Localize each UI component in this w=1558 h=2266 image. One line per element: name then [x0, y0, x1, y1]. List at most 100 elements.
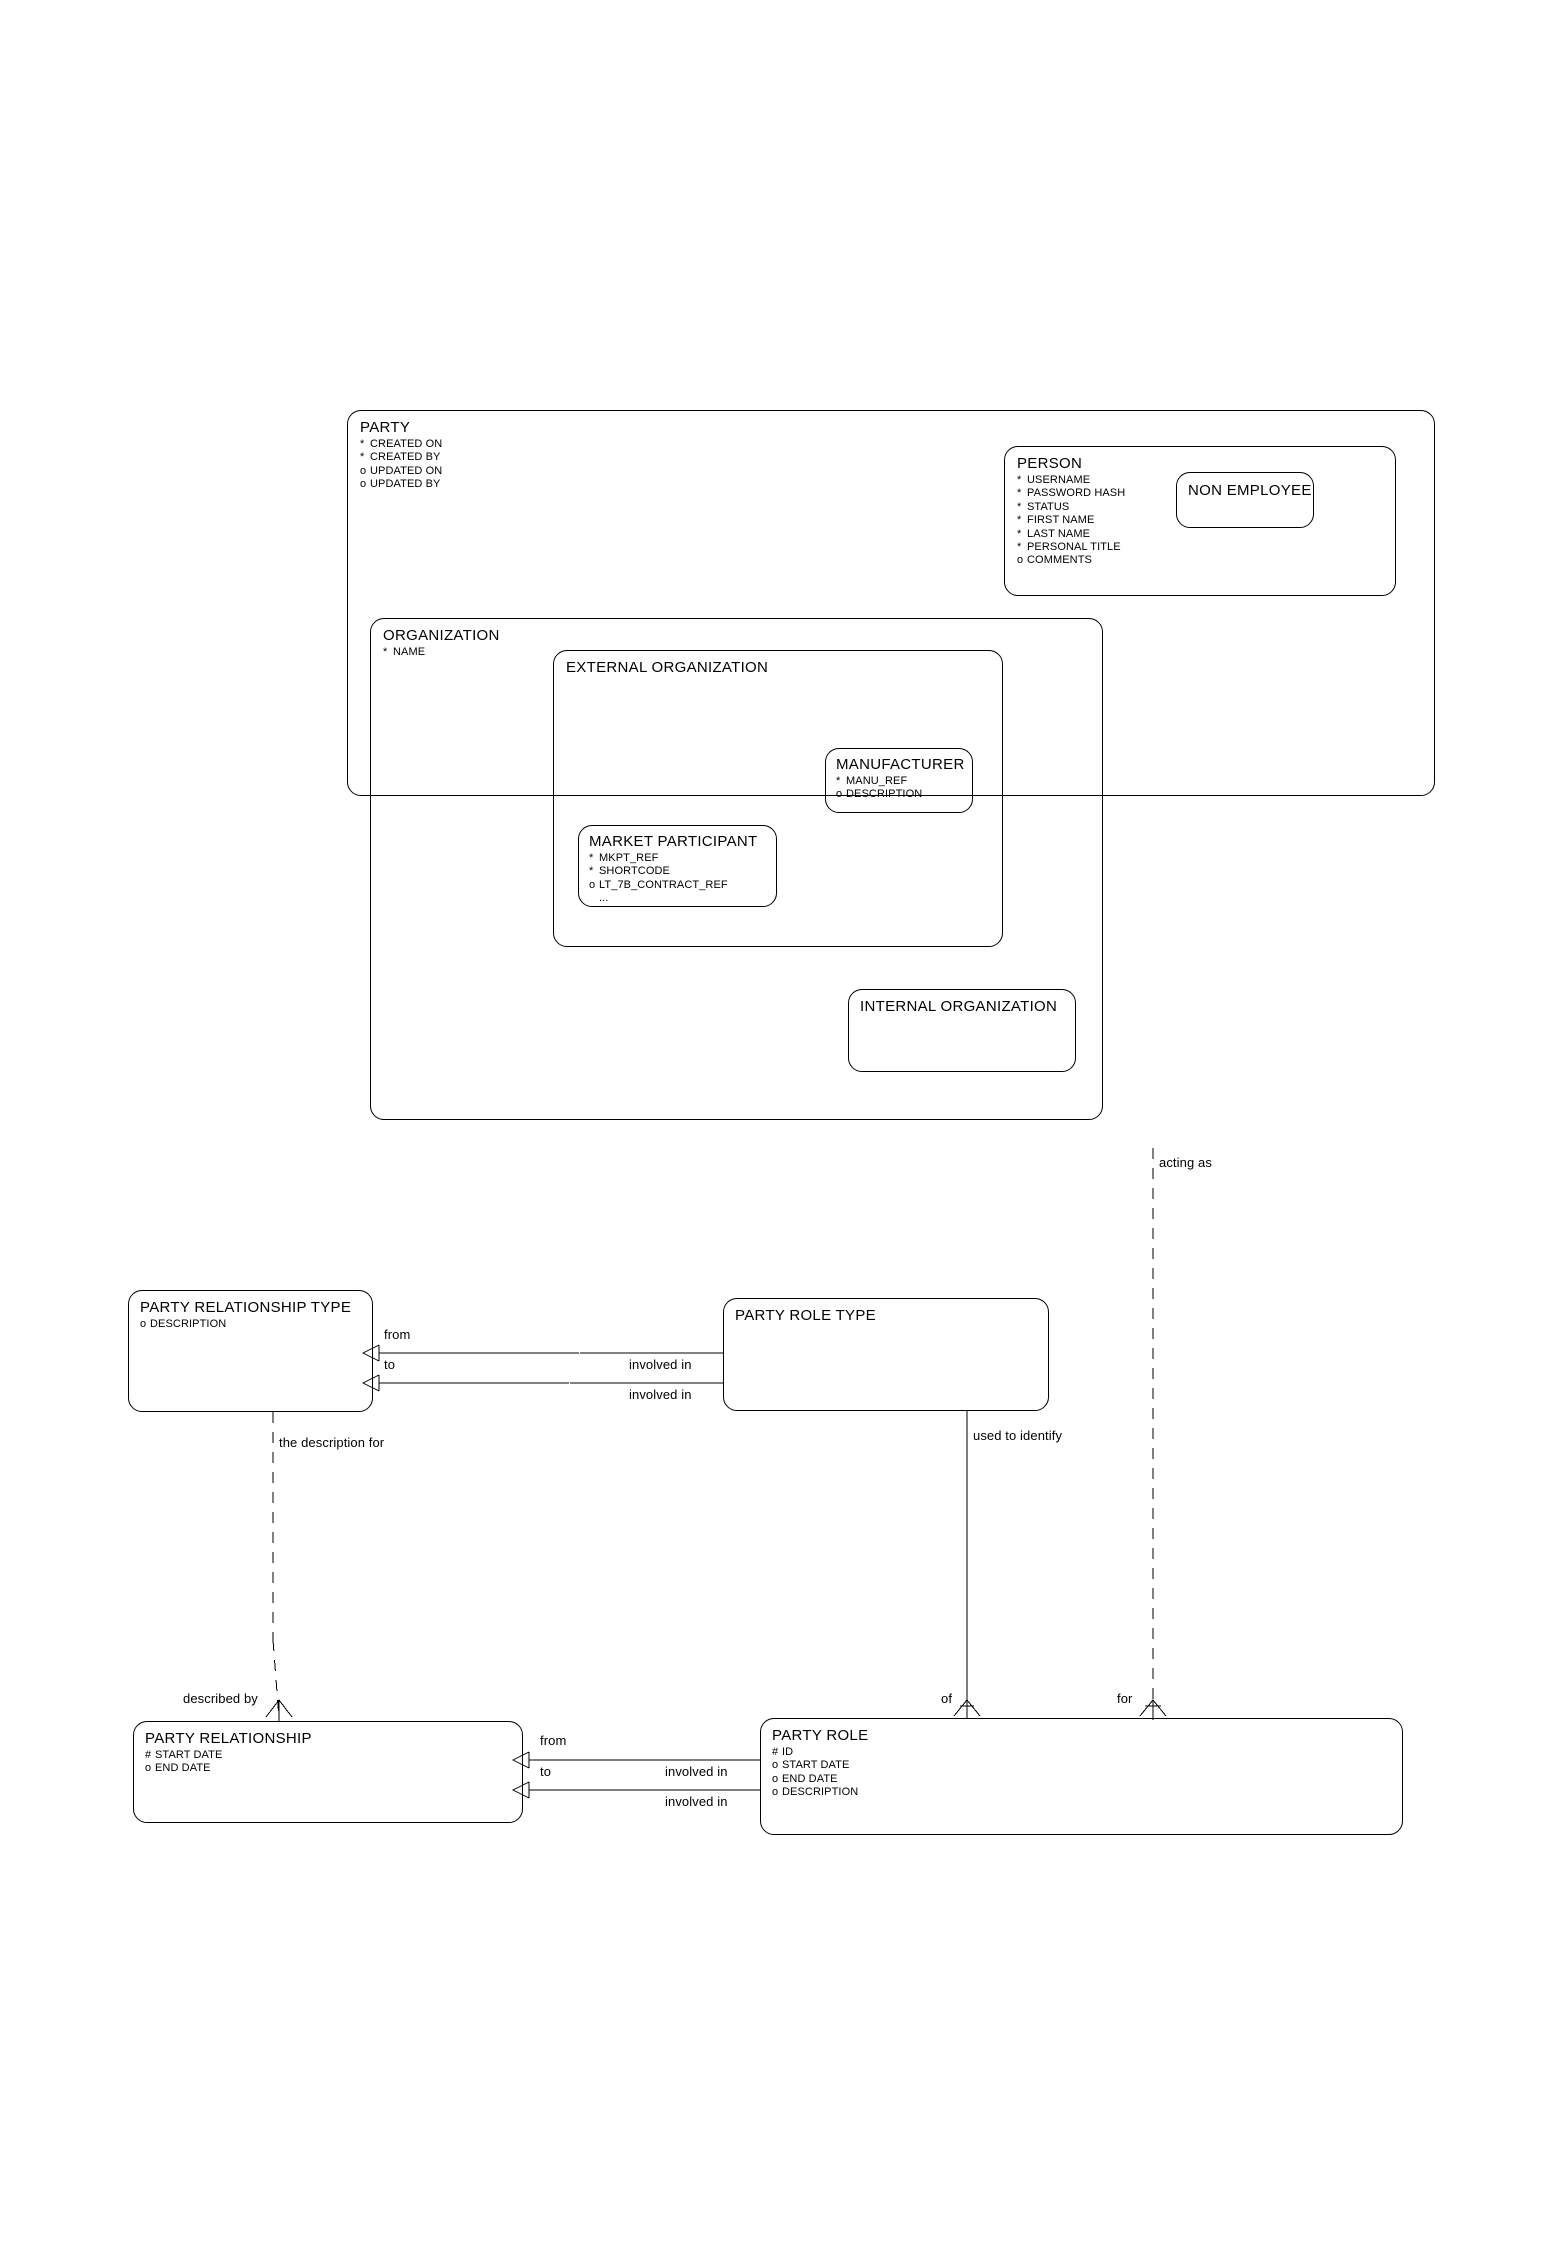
label-the-description-for: the description for — [279, 1435, 385, 1450]
entity-person-title: PERSON — [1017, 455, 1083, 472]
attribute-label: END DATE — [155, 1762, 211, 1775]
attribute-label: CREATED BY — [370, 451, 441, 464]
attribute-label: START DATE — [155, 1749, 223, 1761]
attribute-mark: o — [589, 878, 596, 891]
attribute-label: DESCRIPTION — [150, 1318, 227, 1330]
attribute-row: #ID — [772, 1746, 1402, 1759]
attribute-mark: o — [836, 788, 843, 801]
connector-acting-as — [1139, 1148, 1167, 1720]
entity-market-participant[interactable]: MARKET PARTICIPANT * MKPT_REF * SHORTCODE … — [578, 825, 777, 907]
attribute-mark: o — [145, 1762, 152, 1775]
attribute-label: PASSWORD HASH — [1027, 487, 1126, 500]
attribute-label: FIRST NAME — [1027, 514, 1095, 527]
attribute-label: SHORTCODE — [599, 865, 670, 878]
label-pr-involved-in-1: involved in — [665, 1764, 728, 1779]
attribute-label: DESCRIPTION — [782, 1786, 859, 1799]
attribute-label: UPDATED BY — [370, 478, 441, 491]
attribute-mark: * — [1017, 487, 1022, 500]
attribute-mark: * — [1017, 500, 1022, 513]
attribute-row: * CREATED BY — [360, 451, 1434, 464]
connector-used-to-identify — [953, 1411, 981, 1718]
entity-person-attributes: * USERNAME * PASSWORD HASH * STATUS * FIRST … — [1017, 474, 1395, 568]
label-for: for — [1117, 1691, 1133, 1706]
entity-internal-organization[interactable]: INTERNAL ORGANIZATION — [848, 989, 1076, 1072]
attribute-row: * MKPT_REF — [589, 852, 776, 865]
entity-party-relationship-title: PARTY RELATIONSHIP — [145, 1730, 312, 1747]
entity-external-organization-title: EXTERNAL ORGANIZATION — [566, 659, 769, 676]
label-pr-from: from — [540, 1733, 567, 1748]
attribute-mark: o — [360, 464, 367, 477]
attribute-label: CREATED ON — [370, 438, 443, 450]
attribute-label: STATUS — [1027, 500, 1070, 513]
attribute-label: COMMENTS — [1027, 554, 1092, 567]
attribute-mark: * — [1017, 474, 1022, 486]
attribute-mark: * — [360, 451, 365, 464]
attribute-mark: * — [589, 852, 594, 864]
label-prt-to: to — [384, 1357, 396, 1372]
entity-person[interactable]: PERSON * USERNAME * PASSWORD HASH * STATUS … — [1004, 446, 1396, 596]
attribute-row: *NAME — [383, 646, 1102, 659]
attribute-row: *MANU_REF — [836, 775, 972, 788]
entity-market-participant-title: MARKET PARTICIPANT — [589, 833, 758, 850]
attribute-label: START DATE — [782, 1759, 850, 1772]
label-prt-involved-in-2: involved in — [629, 1387, 692, 1402]
label-prt-from: from — [384, 1327, 411, 1342]
attribute-label: END DATE — [782, 1772, 838, 1785]
attribute-label: PERSONAL TITLE — [1027, 541, 1121, 554]
attribute-label: MKPT_REF — [599, 852, 659, 864]
connector-the-description-for — [265, 1412, 293, 1721]
label-prt-involved-in-1: involved in — [629, 1357, 692, 1372]
attribute-mark: * — [1017, 527, 1022, 540]
attribute-label: USERNAME — [1027, 474, 1091, 486]
attribute-row: * LAST NAME — [1017, 528, 1395, 541]
attribute-label: ... — [599, 892, 609, 905]
attribute-mark: o — [360, 478, 367, 491]
entity-internal-organization-title: INTERNAL ORGANIZATION — [860, 998, 1058, 1015]
attribute-mark: * — [1017, 514, 1022, 527]
entity-party-role-title: PARTY ROLE — [772, 1727, 869, 1744]
attribute-row: #START DATE — [145, 1749, 522, 1762]
entity-organization-attributes: *NAME — [383, 646, 1102, 659]
attribute-mark: o — [772, 1759, 779, 1772]
attribute-label: LAST NAME — [1027, 527, 1091, 540]
entity-non-employee-title: NON EMPLOYEE — [1188, 482, 1312, 499]
attribute-label: DESCRIPTION — [846, 788, 923, 801]
label-used-to-identify: used to identify — [973, 1428, 1063, 1443]
attribute-label: ID — [782, 1746, 794, 1758]
entity-organization[interactable]: ORGANIZATION *NAME — [370, 618, 1103, 1120]
attribute-row: * USERNAME — [1017, 474, 1395, 487]
attribute-row: * CREATED ON — [360, 438, 1434, 451]
attribute-mark: o — [772, 1786, 779, 1799]
entity-party-role-type[interactable]: PARTY ROLE TYPE — [723, 1298, 1049, 1411]
entity-party-relationship-type-title: PARTY RELATIONSHIP TYPE — [140, 1299, 352, 1316]
label-pr-involved-in-2: involved in — [665, 1794, 728, 1809]
attribute-row: * STATUS — [1017, 501, 1395, 514]
attribute-mark: o — [140, 1318, 147, 1330]
entity-external-organization[interactable]: EXTERNAL ORGANIZATION — [553, 650, 1003, 947]
attribute-label: UPDATED ON — [370, 464, 443, 477]
attribute-mark: # — [772, 1746, 779, 1758]
attribute-mark: * — [360, 438, 365, 450]
entity-non-employee[interactable]: NON EMPLOYEE — [1176, 472, 1314, 528]
entity-party-role-type-title: PARTY ROLE TYPE — [735, 1307, 876, 1324]
